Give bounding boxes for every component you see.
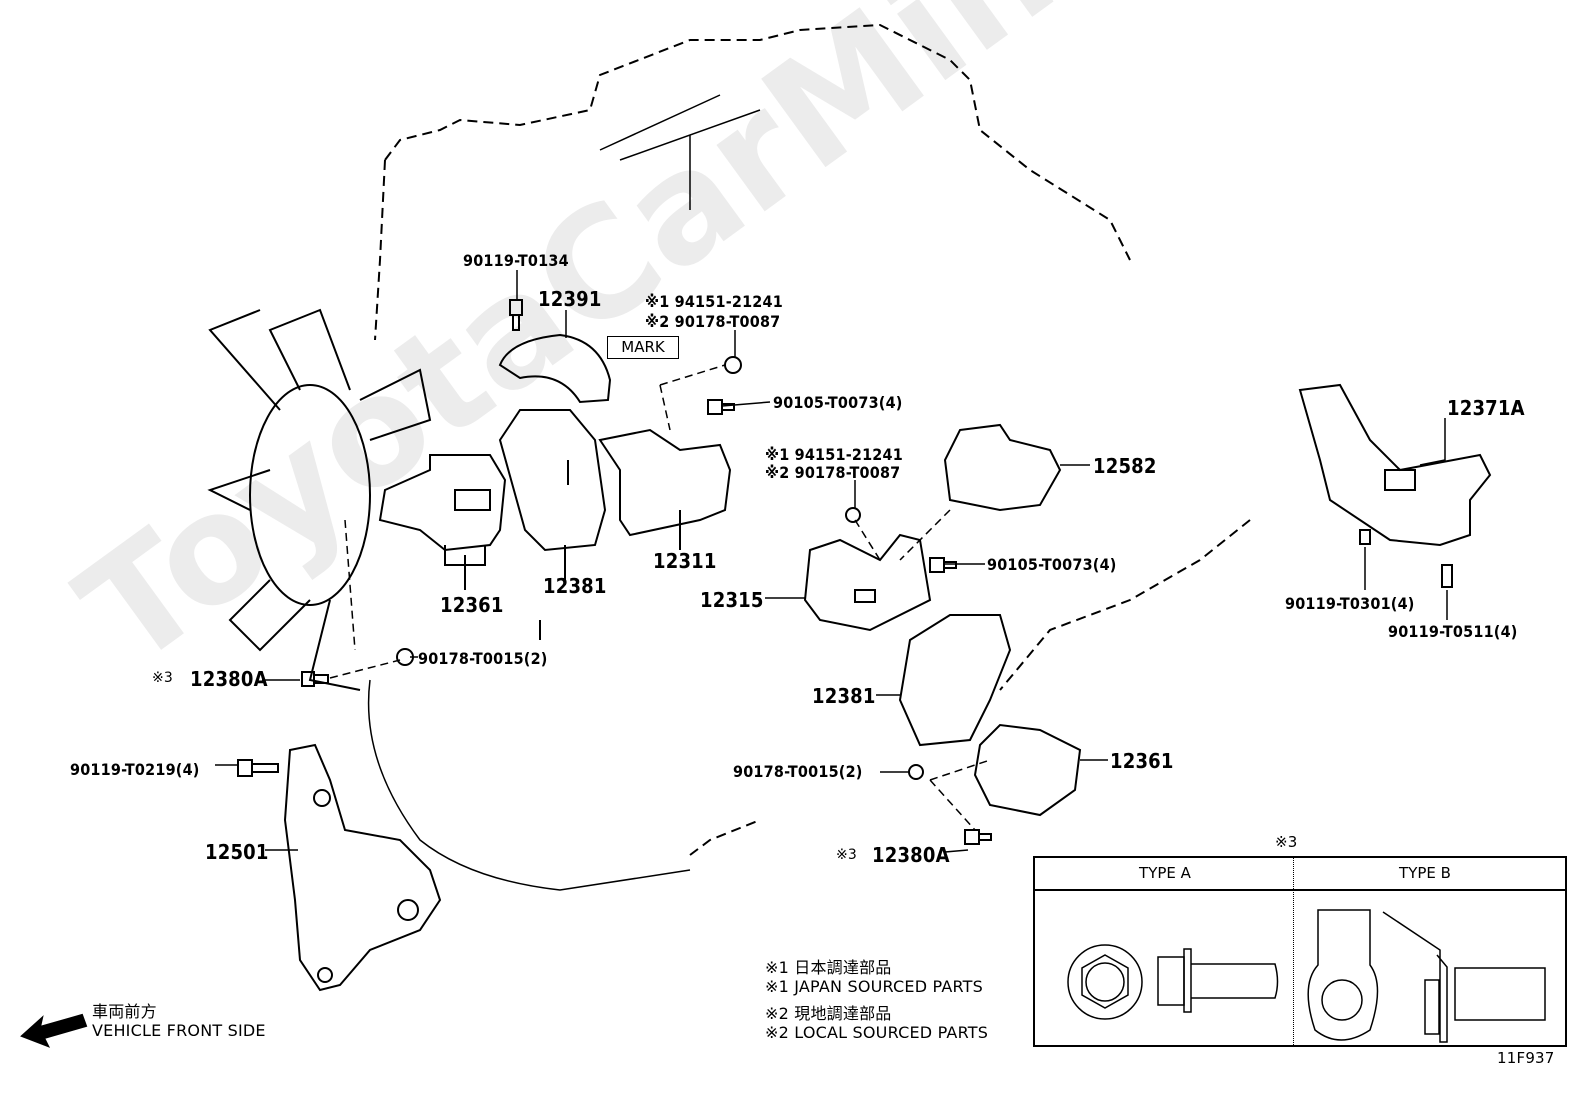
note-line: ※1 JAPAN SOURCED PARTS: [765, 977, 984, 996]
type-b-bolt-icon: [1307, 909, 1546, 1043]
bolt-icon: [509, 299, 523, 331]
part-number-label[interactable]: 12391: [538, 287, 602, 311]
direction-label-jp: 車両前方: [92, 1002, 157, 1021]
bolt-icon: [1359, 529, 1453, 588]
part-number-label[interactable]: 90119-T0134: [463, 251, 569, 270]
part-12501: [283, 743, 442, 992]
fan-icon: [207, 308, 432, 691]
nut-icon: [908, 764, 924, 780]
part-12582: [943, 423, 1062, 512]
nut-icon: [845, 507, 861, 523]
part-number-label[interactable]: 12582: [1093, 454, 1157, 478]
part-number-label[interactable]: 12380A: [190, 667, 268, 691]
bolt-icon: [301, 671, 329, 687]
part-number-label[interactable]: 90119-T0301(4): [1285, 594, 1415, 613]
part-12391: [498, 333, 612, 404]
part-number-label[interactable]: ※1 94151-21241: [645, 292, 783, 311]
note-line: ※2 LOCAL SOURCED PARTS: [765, 1023, 989, 1042]
bolt-icon: [707, 399, 735, 415]
part-number-label[interactable]: ※2 90178-T0087: [645, 312, 781, 331]
mark-label: MARK: [607, 336, 679, 359]
part-12361-left: [378, 454, 507, 552]
note-line: ※1 日本調達部品: [765, 958, 892, 977]
part-number-label[interactable]: 12315: [700, 588, 764, 612]
part-number-label[interactable]: 90105-T0073(4): [773, 393, 903, 412]
type-a-bolt-icon: [1067, 944, 1279, 1020]
bolt-icon: [237, 759, 279, 777]
part-number-label[interactable]: 12361: [1110, 749, 1174, 773]
part-number-label[interactable]: 90178-T0015(2): [733, 762, 863, 781]
bolt-icon: [964, 829, 992, 845]
table-header: [1035, 858, 1565, 891]
note-ref: ※3: [836, 847, 858, 863]
column-divider: [1293, 858, 1294, 1045]
part-12361-right: [973, 723, 1082, 817]
part-12381-right: [898, 614, 1012, 747]
part-number-label[interactable]: 12381: [812, 684, 876, 708]
nut-icon: [724, 356, 742, 374]
part-number-label[interactable]: 12311: [653, 549, 717, 573]
column-type-b: TYPE B: [1399, 864, 1451, 882]
part-12371A: [1298, 383, 1492, 547]
direction-label-en: VEHICLE FRONT SIDE: [92, 1021, 266, 1040]
figure-code: 11F937: [1497, 1049, 1555, 1067]
part-12381-left: [498, 409, 607, 552]
part-number-label[interactable]: 12361: [440, 593, 504, 617]
part-number-label[interactable]: 90178-T0015(2): [418, 649, 548, 668]
part-number-label[interactable]: 90105-T0073(4): [987, 555, 1117, 574]
part-number-label[interactable]: 12501: [205, 840, 269, 864]
arrow-left-icon: [20, 1013, 88, 1048]
part-number-label[interactable]: 12371A: [1447, 396, 1525, 420]
part-12311: [598, 428, 732, 537]
column-type-a: TYPE A: [1139, 864, 1191, 882]
part-number-label[interactable]: 90119-T0219(4): [70, 760, 200, 779]
part-number-label[interactable]: ※1 94151-21241: [765, 445, 903, 464]
part-number-label[interactable]: 90119-T0511(4): [1388, 622, 1518, 641]
bolt-icon: [929, 557, 957, 573]
part-12315: [803, 533, 932, 632]
part-number-label[interactable]: ※2 90178-T0087: [765, 463, 901, 482]
part-number-label[interactable]: 12380A: [872, 843, 950, 867]
engine-outline: [374, 23, 1251, 856]
fastener-type-table: TYPE A TYPE B: [1033, 856, 1567, 1047]
type-table-title: ※3: [1275, 833, 1298, 851]
note-ref: ※3: [152, 670, 174, 686]
note-line: ※2 現地調達部品: [765, 1004, 892, 1023]
part-number-label[interactable]: 12381: [543, 574, 607, 598]
